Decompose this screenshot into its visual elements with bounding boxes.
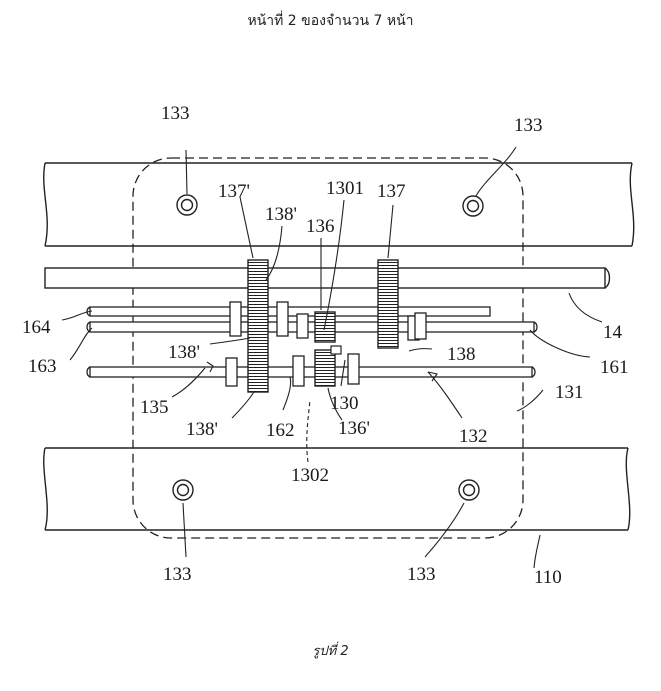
label-138: 138 (447, 344, 476, 365)
label-131: 131 (555, 382, 584, 403)
label-hole-br: 133 (407, 564, 436, 585)
label-hole-tr: 133 (514, 115, 543, 136)
spacer-blocks (225, 301, 427, 387)
shaft-161 (86, 321, 538, 333)
top-rail (43, 162, 635, 247)
gear-137 (377, 259, 399, 349)
label-132: 132 (459, 426, 488, 447)
rod-14 (44, 267, 611, 289)
label-138-prime-mid: 138' (168, 342, 200, 363)
label-hole-tl: 133 (161, 103, 190, 124)
label-gear-137-prime: 137' (218, 181, 250, 202)
label-136-prime: 136' (338, 418, 370, 439)
label-162: 162 (266, 420, 295, 441)
label-110: 110 (534, 567, 562, 588)
reference-labels: 133 133 137' 138' 1301 136 137 164 163 1… (22, 103, 629, 588)
label-gear-137: 137 (377, 181, 406, 202)
label-14: 14 (603, 322, 623, 343)
gear-130-hub (330, 345, 342, 355)
label-138-prime-bottom: 138' (186, 419, 218, 440)
figure-caption: รูปที่ 2 (312, 644, 349, 659)
label-1301: 1301 (326, 178, 364, 199)
label-1302: 1302 (291, 465, 329, 486)
label-hole-bl: 133 (163, 564, 192, 585)
label-161: 161 (600, 357, 629, 378)
mounting-holes (172, 194, 484, 501)
gear-136-prime (314, 349, 336, 387)
label-163: 163 (28, 356, 57, 377)
bottom-rail (43, 447, 631, 531)
label-138-prime-top: 138' (265, 204, 297, 225)
mounting-plate (132, 157, 524, 539)
shaft-162 (86, 366, 536, 378)
page-header: หน้าที่ 2 ของจำนวน 7 หน้า (247, 13, 414, 29)
leader-lines (61, 146, 603, 569)
label-135: 135 (140, 397, 169, 418)
label-164: 164 (22, 317, 51, 338)
label-130: 130 (330, 393, 359, 414)
label-gear-136: 136 (306, 216, 335, 237)
gear-137-prime (247, 259, 269, 393)
